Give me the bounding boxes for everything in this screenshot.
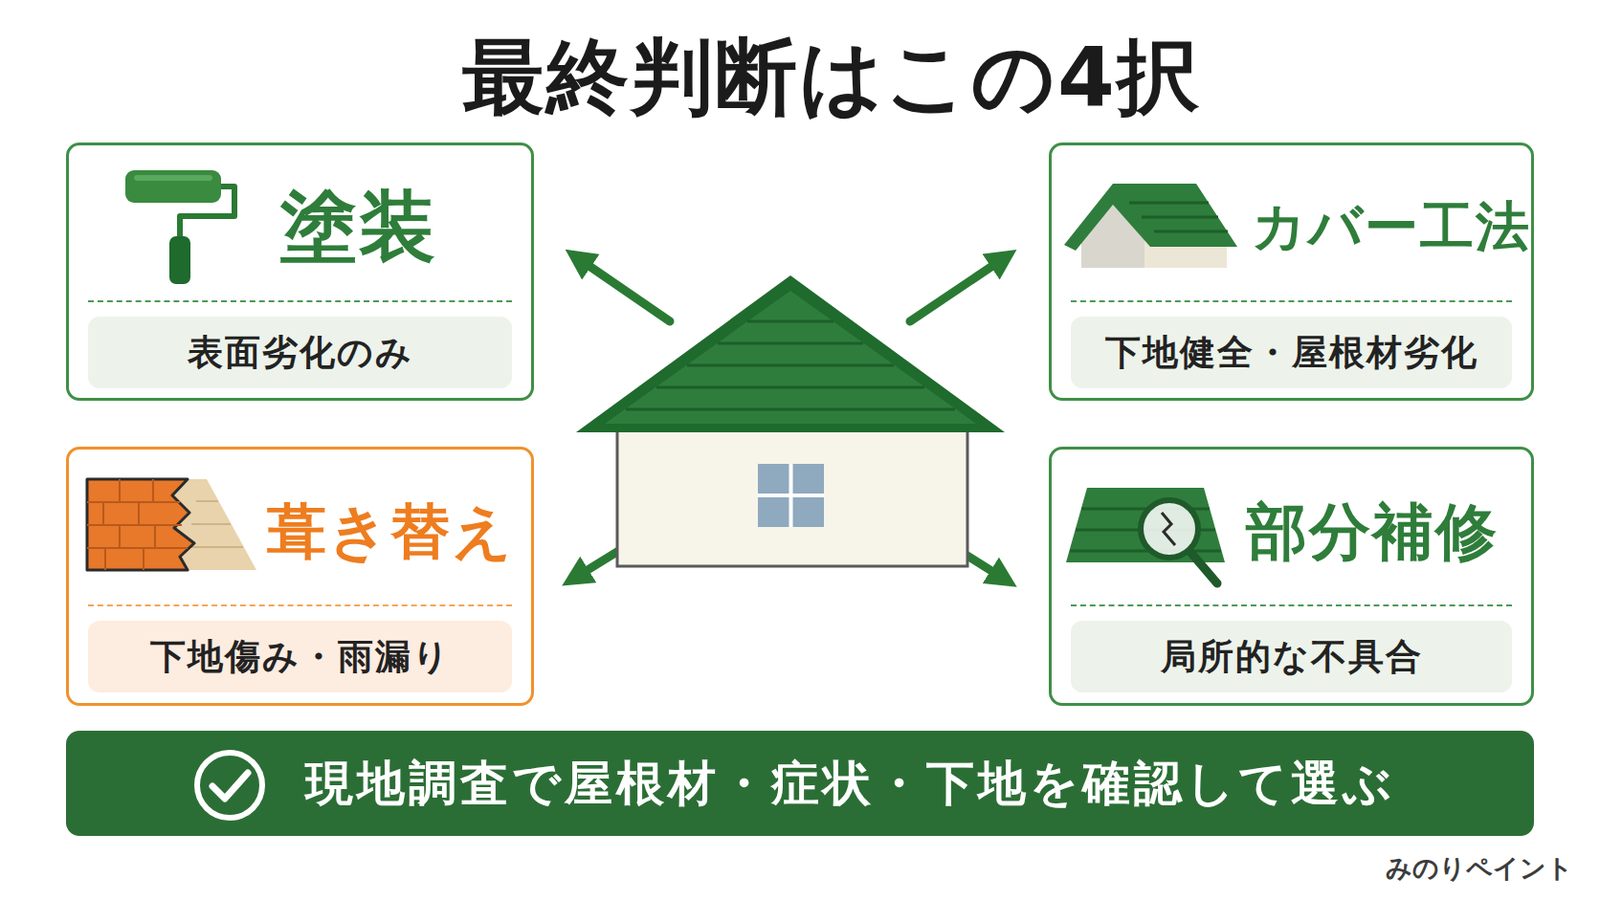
arrow: [926, 530, 1004, 579]
watermark: みのりペイント: [1385, 851, 1574, 887]
option-heading: 塗装: [280, 179, 438, 276]
summary-band: 現地調査で屋根材・症状・下地を確認して選ぶ: [66, 731, 1534, 837]
divider-line: [1070, 604, 1512, 607]
roller-icon: [125, 170, 235, 285]
reroof-icon: [87, 479, 257, 571]
option-card: 葺き替え下地傷み・雨漏り: [66, 446, 534, 707]
summary-text: 現地調査で屋根材・症状・下地を確認して選ぶ: [305, 731, 1396, 837]
house-window: [757, 464, 824, 528]
option-card: 部分補修局所的な不具合: [1048, 446, 1534, 707]
diagram-title: 最終判断はこの4択: [0, 26, 1600, 127]
condition-label: 局所的な不具合: [1070, 621, 1512, 693]
cover-roof-icon: [1064, 183, 1238, 268]
house-wall: [617, 430, 968, 567]
option-card: カバー工法下地健全・屋根材劣化: [1048, 142, 1534, 401]
roof-stripes: [625, 321, 956, 410]
divider-line: [88, 300, 512, 303]
arrow: [577, 258, 670, 322]
condition-label: 下地健全・屋根材劣化: [1070, 316, 1512, 389]
arrow: [575, 530, 653, 578]
partial-repair-icon: [1066, 488, 1225, 584]
divider-line: [88, 604, 512, 607]
arrow: [910, 258, 1004, 322]
divider-line: [1070, 300, 1512, 303]
condition-label: 表面劣化のみ: [88, 316, 512, 389]
house-roof: [576, 275, 1005, 433]
house-illustration: [576, 275, 1005, 567]
house-roof-inner: [604, 290, 977, 424]
option-heading: カバー工法: [1251, 179, 1532, 276]
house-arrows: [575, 258, 1004, 579]
option-heading: 葺き替え: [266, 484, 514, 580]
option-card: 塗装表面劣化のみ: [66, 142, 534, 401]
condition-label: 下地傷み・雨漏り: [88, 621, 512, 693]
check-icon: [197, 753, 263, 819]
option-heading: 部分補修: [1245, 484, 1499, 580]
